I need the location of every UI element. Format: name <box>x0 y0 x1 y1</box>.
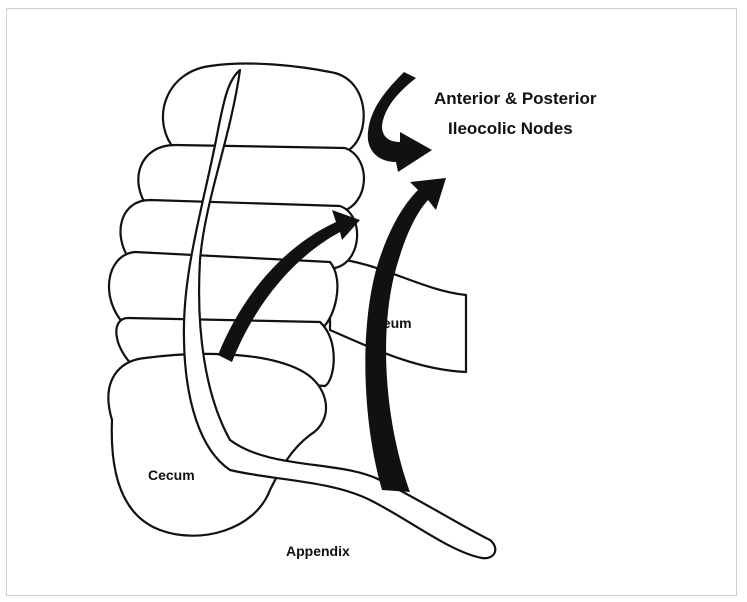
nodes-label-line1: Anterior & Posterior <box>434 89 597 108</box>
arrow-top <box>368 72 432 172</box>
nodes-label-line2: Ileocolic Nodes <box>448 119 573 138</box>
appendix-label: Appendix <box>286 543 350 559</box>
cecum-label: Cecum <box>148 467 195 483</box>
ileum-label: Ileum <box>375 315 412 331</box>
